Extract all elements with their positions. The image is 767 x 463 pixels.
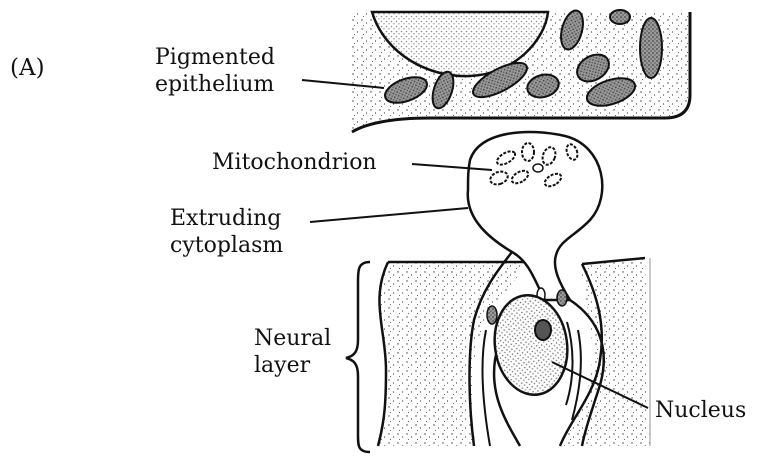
pigment-granule bbox=[610, 10, 630, 24]
pigment-granule bbox=[640, 18, 662, 78]
nucleus bbox=[488, 290, 573, 399]
label-mitochondrion: Mitochondrion bbox=[212, 149, 377, 176]
neural-layer-brace bbox=[346, 262, 370, 452]
mitochondrion bbox=[522, 143, 534, 161]
panel-label: (A) bbox=[10, 55, 45, 82]
label-pigmented-epithelium: Pigmented epithelium bbox=[155, 44, 275, 98]
nucleolus bbox=[535, 320, 551, 340]
label-extruding-cytoplasm-line2: cytoplasm bbox=[170, 232, 283, 259]
leader-extruding-cytoplasm bbox=[310, 208, 468, 222]
pigmented-epithelium bbox=[352, 8, 690, 132]
label-extruding-cytoplasm: Extruding cytoplasm bbox=[170, 205, 283, 259]
label-neural-layer-line1: Neural bbox=[254, 325, 331, 352]
label-nucleus: Nucleus bbox=[655, 397, 746, 424]
label-neural-layer-line2: layer bbox=[254, 352, 331, 379]
label-extruding-cytoplasm-line1: Extruding bbox=[170, 205, 283, 232]
mitochondrion bbox=[533, 164, 543, 172]
label-pigmented-epithelium-line1: Pigmented bbox=[155, 44, 275, 71]
label-pigmented-epithelium-line2: epithelium bbox=[155, 71, 275, 98]
label-neural-layer: Neural layer bbox=[254, 325, 331, 379]
